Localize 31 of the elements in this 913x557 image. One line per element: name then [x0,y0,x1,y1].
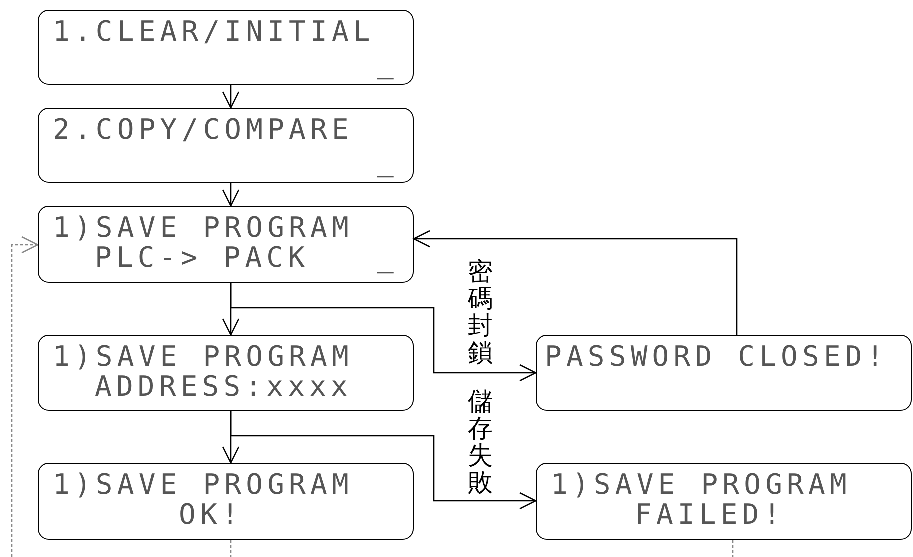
arrow [413,230,738,335]
cursor-mark: _ [377,243,398,273]
arrow [11,236,39,557]
lcd-screen [536,335,912,411]
lcd-text: 1)SAVE PROGRAM [53,470,354,500]
lcd-screen [38,10,414,85]
lcd-screen [38,108,414,183]
lcd-text: 1)SAVE PROGRAM [53,342,354,372]
lcd-text: 2.COPY/COMPARE [53,115,354,145]
cursor-mark: _ [377,147,398,177]
dashed-line [732,540,734,557]
lcd-text: 1)SAVE PROGRAM [53,213,354,243]
lcd-text: PASSWORD CLOSED! [545,342,888,372]
arrow [222,183,240,207]
lcd-text: ADDRESS:xxxx [95,372,352,402]
lcd-text: 1.CLEAR/INITIAL [53,17,375,47]
lcd-text: OK! [179,500,244,530]
dashed-line [230,540,232,557]
cursor-mark: _ [377,49,398,79]
lcd-text: PLC-> PACK [95,243,310,273]
edge-label: 儲存失敗 [468,388,494,496]
lcd-screen [536,463,912,540]
lcd-text: 1)SAVE PROGRAM [551,470,852,500]
lcd-text: FAILED! [635,500,786,530]
arrow [222,85,240,109]
lcd-screen [38,206,414,283]
lcd-screen [38,463,414,540]
lcd-screen [38,335,414,411]
arrow [230,283,537,382]
arrow [230,411,537,510]
edge-label: 密碼封鎖 [468,258,494,366]
